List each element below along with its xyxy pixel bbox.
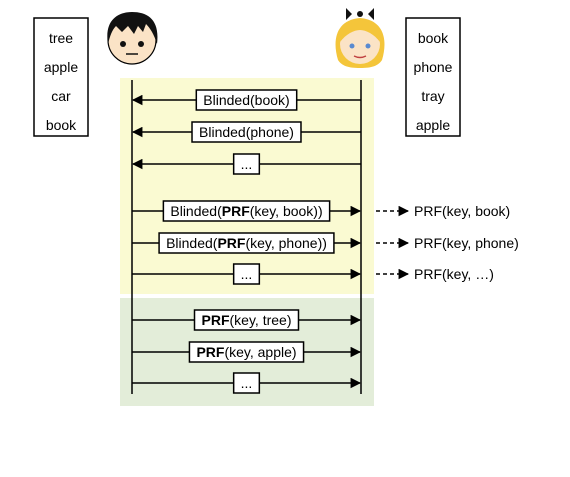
message-label-part: (key, phone)) [245,235,326,251]
left-list-item: tree [49,30,73,46]
message-box [191,121,302,143]
message-label: ... [241,156,253,172]
message-box [158,232,335,254]
message-label-part: (key, tree) [230,312,292,328]
right-list-item: book [418,30,449,46]
result-label: PRF(key, book) [414,203,510,219]
message-label-part: Blinded( [166,235,218,251]
message-box [188,341,305,363]
left-list-box [33,17,89,137]
message-label-part: ... [241,266,253,282]
message-label: Blinded(book) [203,92,289,108]
message-label-part: PRF [202,312,230,328]
message-box [232,372,261,394]
right-list-box [405,17,461,137]
message-box [232,263,261,285]
message-label-part: PRF [217,235,245,251]
right-list-item: apple [416,117,450,133]
right-list-item: phone [414,59,453,75]
result-label: PRF(key, phone) [414,235,519,251]
message-label: Blinded(phone) [199,124,294,140]
message-label: PRF(key, apple) [196,344,296,360]
left-list-item: book [46,117,77,133]
message-box [162,200,331,222]
message-label-part: Blinded(book) [203,92,289,108]
message-label-part: ... [241,375,253,391]
message-label-part: ... [241,156,253,172]
message-box [232,153,261,175]
message-label: PRF(key, tree) [202,312,292,328]
girl-avatar-icon [335,8,385,68]
message-box [195,89,298,111]
message-label: Blinded(PRF(key, book)) [170,203,322,219]
message-label: ... [241,375,253,391]
message-label: ... [241,266,253,282]
message-label-part: (key, apple) [224,344,296,360]
boy-avatar-icon [107,12,158,65]
right-list-item: tray [421,88,444,104]
message-label-part: PRF [222,203,250,219]
phase1-background [120,78,374,294]
message-label-part: PRF [196,344,224,360]
message-label-part: Blinded(phone) [199,124,294,140]
left-list-item: apple [44,59,78,75]
message-label-part: (key, book)) [250,203,323,219]
left-list-item: car [51,88,71,104]
message-box [193,309,300,331]
result-label: PRF(key, …) [414,266,494,282]
message-label-part: Blinded( [170,203,222,219]
message-label: Blinded(PRF(key, phone)) [166,235,327,251]
